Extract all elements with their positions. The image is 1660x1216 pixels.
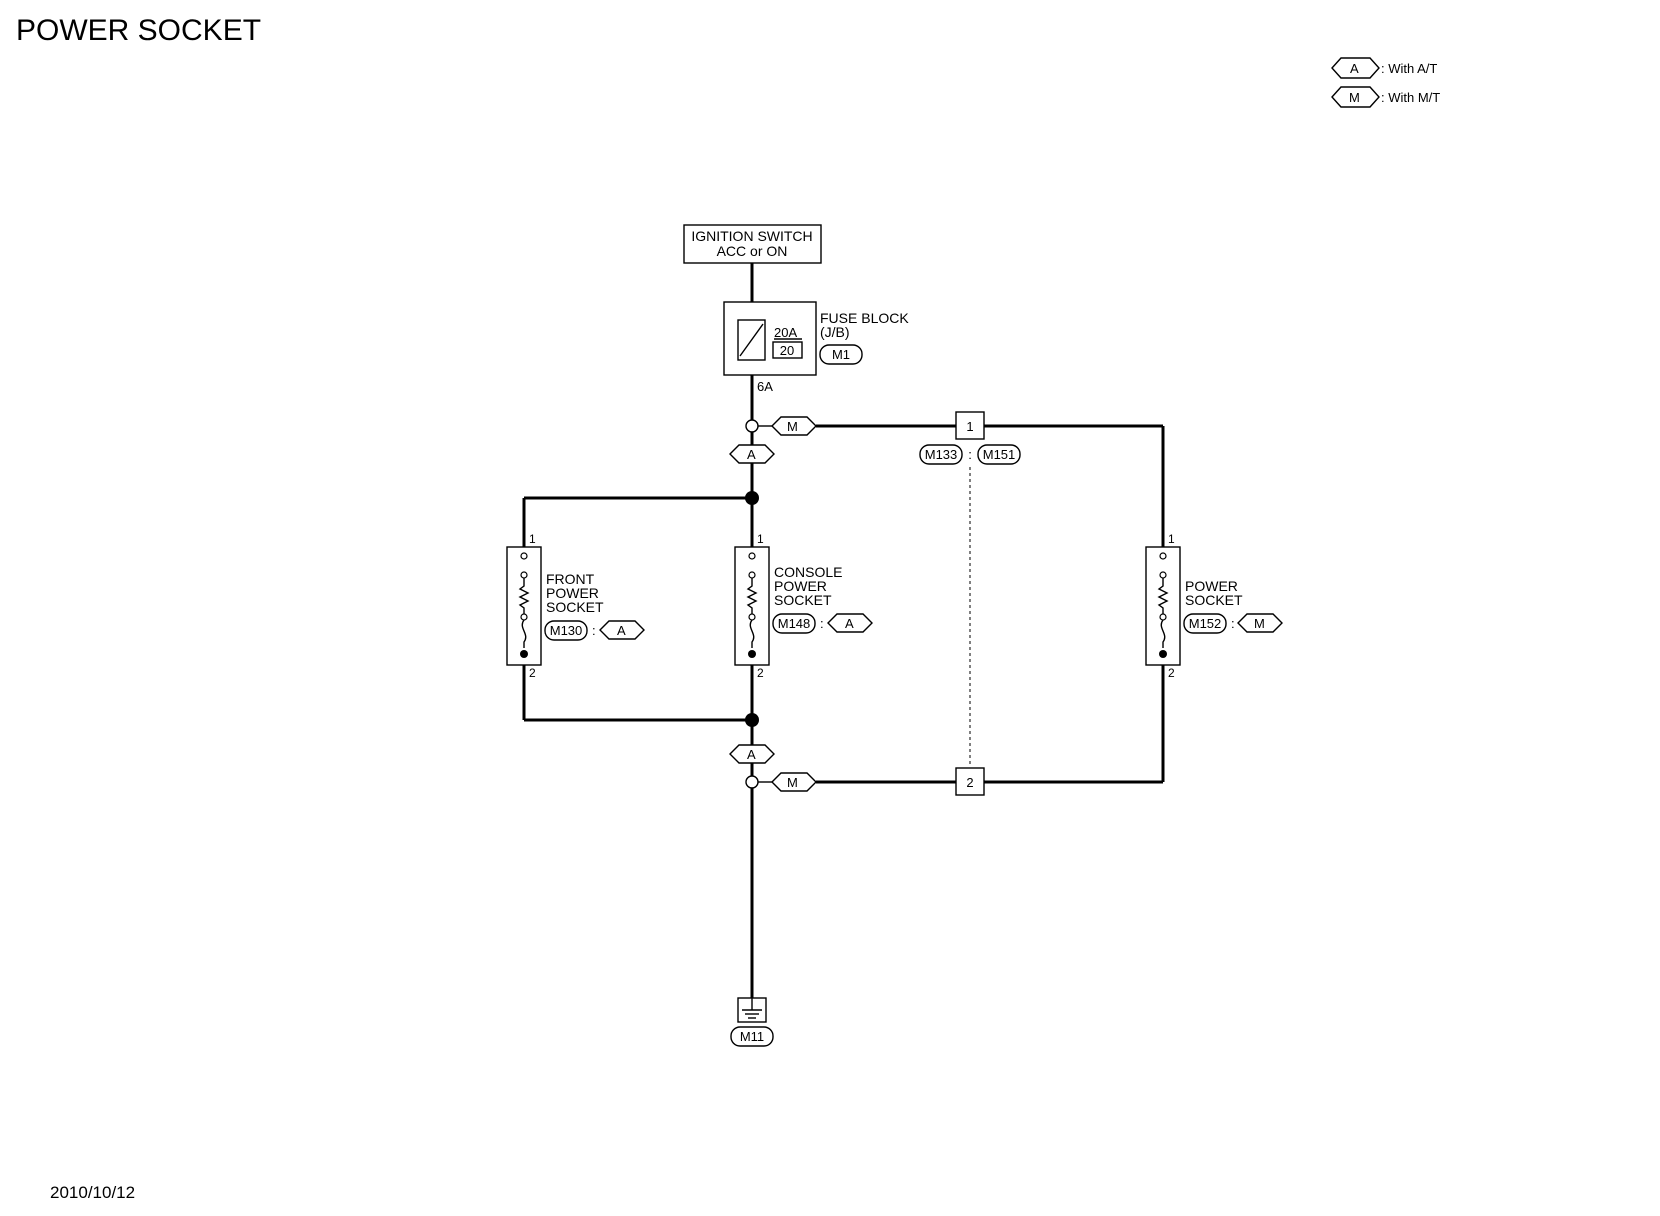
ground-connector: M11 [740, 1029, 764, 1044]
front-socket-label-1: FRONT [546, 571, 595, 587]
power-socket-element [1160, 619, 1166, 648]
document-date: 2010/10/12 [50, 1183, 135, 1202]
front-socket-element [521, 619, 527, 648]
joint-pin-2-box [955, 767, 985, 796]
page-title: POWER SOCKET [16, 14, 261, 47]
legend-hex-a [1331, 57, 1380, 79]
console-socket-pin2: 2 [757, 666, 764, 680]
legend-hex-m [1331, 86, 1380, 108]
power-socket-contact [1159, 571, 1167, 579]
console-socket-element [749, 619, 755, 648]
console-socket-terminal-1 [748, 552, 756, 560]
console-socket-connector-badge [772, 613, 816, 634]
hex-upper-a-label: A [747, 447, 756, 462]
legend-desc-m: : With M/T [1381, 90, 1440, 105]
hex-lower-a-label: A [747, 747, 756, 762]
power-socket-resistor [1157, 578, 1169, 614]
legend-code-m: M [1349, 90, 1360, 105]
power-socket-contact-2 [1159, 613, 1167, 621]
front-socket-variant-hex [599, 620, 645, 640]
fuse-block-label: FUSE BLOCK [820, 310, 909, 326]
power-socket-label-1: POWER [1185, 578, 1238, 594]
hex-upper-m-label: M [787, 419, 798, 434]
front-socket-variant: A [617, 623, 626, 638]
fuse-connector-badge [819, 344, 863, 365]
front-socket-label-3: SOCKET [546, 599, 604, 615]
front-socket-connector-badge [544, 620, 588, 641]
ground-connector-badge [730, 1026, 774, 1047]
console-socket-terminal-2 [748, 650, 756, 658]
console-socket-label-2: POWER [774, 578, 827, 594]
ignition-switch-label: IGNITION SWITCH [691, 228, 812, 244]
hex-lower-m-label: M [787, 775, 798, 790]
front-socket-contact-2 [520, 613, 528, 621]
fuse-terminal: 6A [757, 379, 773, 394]
joint-connector-left: M133 [925, 447, 958, 462]
power-socket-variant-hex [1237, 613, 1283, 633]
joint-connector-right-badge [977, 444, 1021, 465]
legend-desc-a: : With A/T [1381, 61, 1437, 76]
power-socket-separator: : [1231, 616, 1235, 631]
console-socket-label-1: CONSOLE [774, 564, 842, 580]
hex-upper-a [729, 444, 775, 464]
fuse-icon [737, 319, 766, 361]
joint-connector-right: M151 [983, 447, 1016, 462]
console-socket-contact-2 [748, 613, 756, 621]
front-socket-connector: M130 [550, 623, 583, 638]
power-socket-terminal-1 [1159, 552, 1167, 560]
hex-lower-a [729, 744, 775, 764]
ignition-switch-box [683, 224, 822, 264]
console-socket-variant: A [845, 616, 854, 631]
joint-pin-1-box [955, 411, 985, 440]
legend: A : With A/T M : With M/T [1331, 57, 1440, 108]
legend-code-a: A [1350, 61, 1359, 76]
front-socket-pin2: 2 [529, 666, 536, 680]
console-socket-connector: M148 [778, 616, 811, 631]
console-socket-resistor [746, 578, 758, 614]
power-socket-connector-badge [1183, 613, 1227, 634]
joint-separator: : [968, 447, 972, 462]
splice-lower [745, 713, 759, 727]
joint-pin-1: 1 [966, 419, 973, 434]
console-power-socket: 1 2 CONSOLE POWER SOCKET M148 : A [734, 532, 873, 680]
joint-pin-2: 2 [966, 775, 973, 790]
option-node-upper [745, 419, 759, 433]
fuse-rating: 20A [774, 325, 797, 340]
power-socket: 1 2 POWER SOCKET M152 : M [1145, 532, 1283, 680]
front-socket-contact [520, 571, 528, 579]
power-socket-pin2: 2 [1168, 666, 1175, 680]
console-socket-separator: : [820, 616, 824, 631]
console-socket-variant-hex [827, 613, 873, 633]
console-socket-contact [748, 571, 756, 579]
fuse-number: 20 [780, 343, 794, 358]
power-socket-terminal-2 [1159, 650, 1167, 658]
power-socket-connector: M152 [1189, 616, 1222, 631]
front-socket-label-2: POWER [546, 585, 599, 601]
fuse-element [739, 323, 764, 357]
power-socket-variant: M [1254, 616, 1265, 631]
ignition-switch-state: ACC or ON [717, 243, 788, 259]
front-power-socket: 1 2 FRONT POWER SOCKET M130 : A [506, 532, 645, 680]
power-socket-label-2: SOCKET [1185, 592, 1243, 608]
option-node-lower [745, 775, 759, 789]
front-socket-separator: : [592, 623, 596, 638]
joint-connector-left-badge [919, 444, 963, 465]
fuse-connector: M1 [832, 347, 850, 362]
front-socket-terminal-1 [520, 552, 528, 560]
power-socket-pin1: 1 [1168, 532, 1175, 546]
fuse-number-box [772, 341, 803, 359]
fuse-block-jb: (J/B) [820, 324, 850, 340]
console-socket-pin1: 1 [757, 532, 764, 546]
front-socket-resistor [518, 578, 530, 614]
front-socket-pin1: 1 [529, 532, 536, 546]
front-socket-terminal-2 [520, 650, 528, 658]
console-socket-label-3: SOCKET [774, 592, 832, 608]
